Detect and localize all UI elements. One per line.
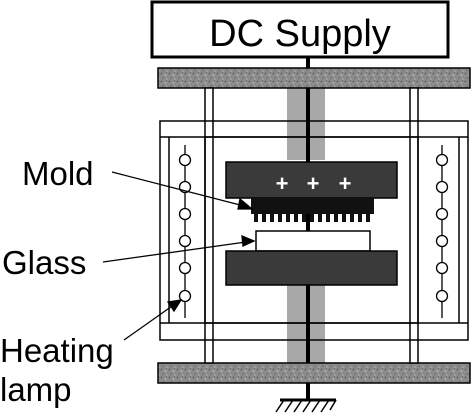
lamp-bulb (178, 289, 192, 303)
lamp-bulb (435, 180, 449, 194)
mold-tooth (262, 214, 266, 222)
heating-lamp-label-line1: Heating (0, 332, 114, 369)
frame-outer (159, 120, 469, 341)
mold-body (251, 198, 374, 214)
positive-charge: + (307, 171, 320, 196)
glass-label: Glass (2, 244, 86, 281)
upper-electrode (225, 161, 398, 199)
heating-lamp-leader-arrow (123, 299, 183, 341)
mold-tooth (358, 214, 362, 222)
glass-leader-arrow (102, 234, 256, 263)
mold-tooth (326, 214, 330, 222)
furnace-frame (159, 120, 469, 341)
lower-electrode (225, 250, 398, 286)
glass-plate (255, 230, 371, 252)
mold-tooth (334, 214, 338, 222)
lamp-bulb (178, 261, 192, 275)
mold-tooth (318, 214, 322, 222)
mold-tooth (366, 214, 370, 222)
dc-supply: DC Supply (150, 0, 450, 59)
mold-tooth (294, 214, 298, 222)
lamp-bulb (435, 207, 449, 221)
mold-leader-arrow (111, 171, 254, 210)
leader-arrows (102, 171, 256, 341)
mold-tooth (270, 214, 274, 222)
mold-label: Mold (22, 155, 94, 192)
heating-lamps-left (178, 145, 192, 318)
lamp-bulb (435, 261, 449, 275)
support-rod-right (409, 87, 419, 364)
mold-tooth (302, 214, 306, 222)
top-plate (157, 67, 471, 89)
support-rod-left (204, 87, 214, 364)
lamp-bulb (435, 153, 449, 167)
mold-teeth (254, 214, 370, 222)
positive-charge: + (276, 171, 289, 196)
lamp-bulb (435, 234, 449, 248)
mold-tooth (286, 214, 290, 222)
lamp-bulb (178, 234, 192, 248)
lamp-bulb (178, 153, 192, 167)
positive-charge: + (339, 171, 352, 196)
mold-tooth (350, 214, 354, 222)
lamp-bulb (435, 289, 449, 303)
heating-lamps-right (435, 145, 449, 318)
mold-tooth (342, 214, 346, 222)
mold-tooth (278, 214, 282, 222)
heating-lamp-label-line2: lamp (0, 371, 72, 408)
bottom-plate (157, 362, 471, 384)
ground-symbol (275, 398, 337, 413)
dc-supply-label: DC Supply (209, 13, 391, 55)
mold (251, 198, 374, 222)
mold-tooth (254, 214, 258, 222)
positive-charges: + + + (276, 171, 352, 196)
mold-tooth (310, 214, 314, 222)
lamp-bulb (178, 207, 192, 221)
dc-supply-box (150, 0, 450, 59)
